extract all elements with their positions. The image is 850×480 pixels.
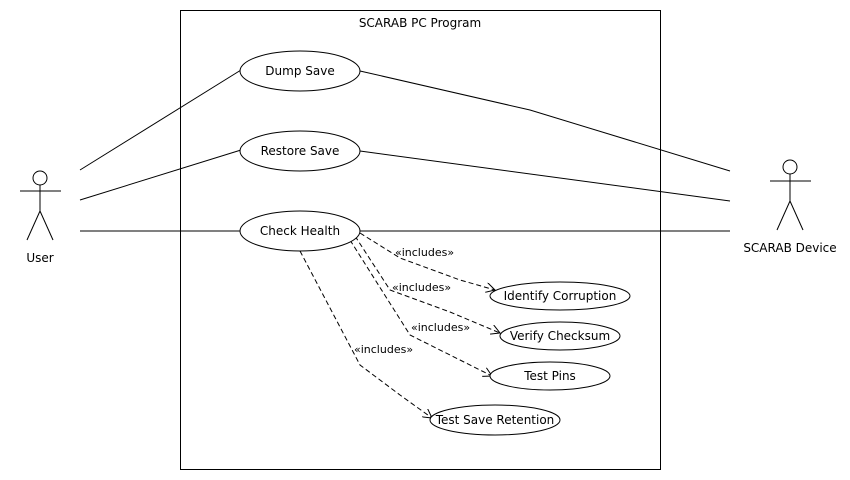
use-case-verify-checksum[interactable]: Verify Checksum [499, 321, 621, 351]
includes-label-identify-corruption: «includes» [395, 246, 454, 259]
use-case-check-health-label: Check Health [260, 224, 340, 238]
use-case-test-save-retention[interactable]: Test Save Retention [429, 404, 561, 436]
use-case-dump-save[interactable]: Dump Save [239, 50, 361, 92]
use-case-test-save-retention-label: Test Save Retention [435, 413, 555, 427]
system-title: SCARAB PC Program [359, 16, 481, 30]
association-device-restore-save [359, 150, 731, 202]
use-case-restore-save[interactable]: Restore Save [239, 130, 361, 172]
include-arrow-identify-corruption [359, 232, 495, 290]
association-user-dump-save [79, 69, 242, 171]
include-arrow-verify-checksum [354, 235, 500, 333]
includes-label-verify-checksum: «includes» [392, 281, 451, 294]
actor-user[interactable] [20, 170, 61, 241]
includes-label-test-pins: «includes» [411, 321, 470, 334]
association-device-dump-save [359, 70, 731, 172]
use-case-identify-corruption[interactable]: Identify Corruption [489, 281, 631, 311]
actor-scarab-device-label: SCARAB Device [743, 241, 836, 255]
actor-scarab-device[interactable] [770, 159, 811, 231]
include-arrow-test-save-retention [299, 250, 432, 418]
system-boundary [180, 10, 661, 470]
use-case-dump-save-label: Dump Save [265, 64, 334, 78]
use-case-identify-corruption-label: Identify Corruption [504, 289, 617, 303]
includes-label-test-save-retention: «includes» [354, 343, 413, 356]
association-user-restore-save [79, 149, 242, 201]
actor-user-label: User [26, 251, 53, 265]
use-case-test-pins-label: Test Pins [523, 369, 576, 383]
use-case-test-pins[interactable]: Test Pins [489, 361, 611, 391]
use-case-verify-checksum-label: Verify Checksum [510, 329, 610, 343]
use-case-restore-save-label: Restore Save [261, 144, 340, 158]
use-case-check-health[interactable]: Check Health [239, 210, 361, 252]
include-arrow-test-pins [349, 239, 492, 376]
